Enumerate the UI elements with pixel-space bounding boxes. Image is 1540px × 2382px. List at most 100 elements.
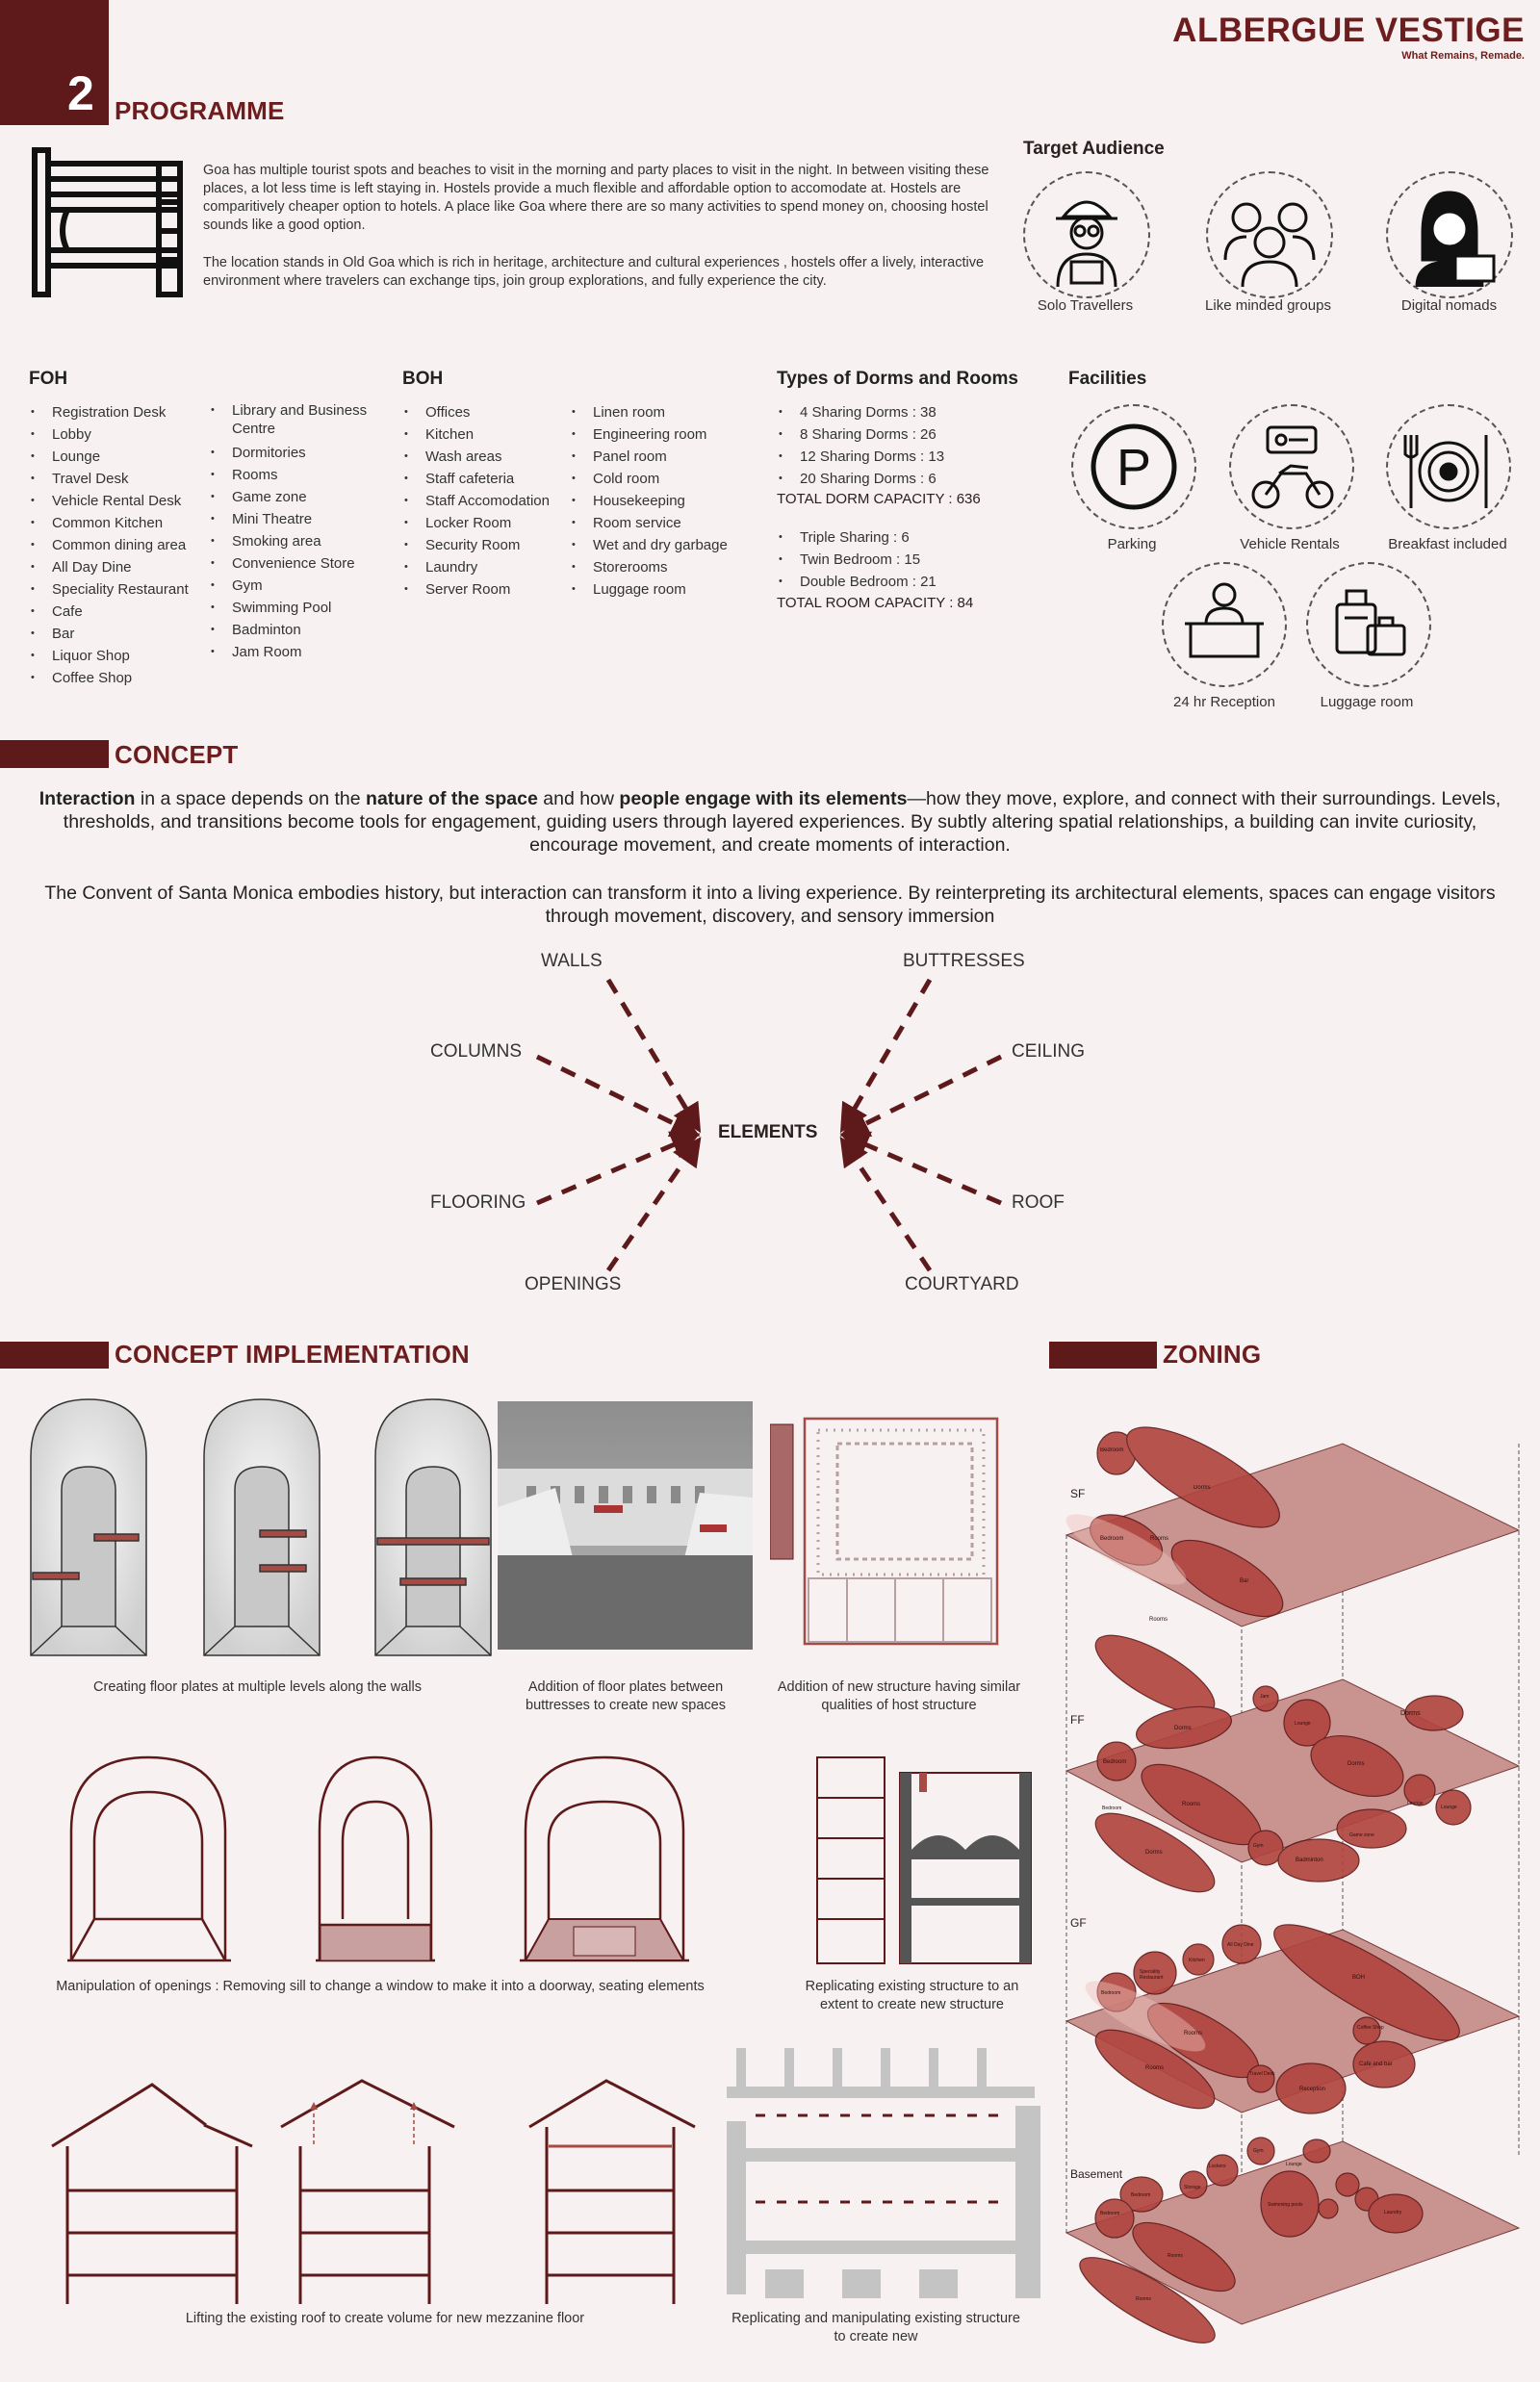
zone-label: Laundry (1384, 2210, 1402, 2216)
elements-center-label: ELEMENTS (718, 1122, 818, 1142)
zone-label: Storage (1184, 2185, 1201, 2190)
zone-label: Bedroom (1103, 1759, 1127, 1765)
list-item: Panel room (570, 446, 762, 468)
zone-label: Rooms (1145, 2065, 1165, 2071)
list-item: Staff cafeteria (402, 468, 576, 490)
roof-lifting-diagram (51, 2079, 696, 2304)
concept-paragraph-2: The Convent of Santa Monica embodies his… (44, 883, 1496, 927)
list-item: Common Kitchen (29, 512, 212, 534)
list-item: Convenience Store (209, 552, 397, 575)
element-flooring: FLOORING (430, 1192, 526, 1213)
list-item: Locker Room (402, 512, 576, 534)
audience-label-3: Digital nomads (1400, 297, 1498, 314)
room-total: TOTAL ROOM CAPACITY : 84 (777, 595, 974, 611)
zone-label: Dorms (1145, 1850, 1163, 1856)
boh-title: BOH (402, 369, 444, 389)
list-item: Swimming Pool (209, 597, 397, 619)
digital-nomad-icon (1386, 171, 1513, 298)
zone-label: Dorms (1194, 1485, 1211, 1491)
concept-text: Interaction in a space depends on the na… (29, 787, 1511, 953)
list-item: All Day Dine (29, 556, 212, 578)
facility-label-reception: 24 hr Reception (1173, 694, 1275, 710)
parking-icon: P (1071, 404, 1196, 529)
foh-list-1: Registration Desk Lobby Lounge Travel De… (29, 401, 212, 689)
list-item: Double Bedroom : 21 (777, 571, 1017, 593)
list-item: Jam Room (209, 641, 397, 663)
list-item: Triple Sharing : 6 (777, 526, 1017, 549)
list-item: Linen room (570, 401, 762, 423)
arch-floorplates-diagram (30, 1398, 492, 1656)
list-item: Room service (570, 512, 762, 534)
audience-title: Target Audience (1023, 139, 1165, 159)
list-item: Badminton (209, 619, 397, 641)
reception-icon (1162, 562, 1287, 687)
list-item: Cafe (29, 601, 212, 623)
openings-manipulation-diagram (67, 1755, 435, 1962)
implementation-title: CONCEPT IMPLEMENTATION (115, 1340, 470, 1369)
emphasis: people engage with its elements (619, 788, 908, 809)
zone-label: Bedroom (1102, 1806, 1122, 1811)
zone-label: Speciality Restaurant (1140, 1969, 1164, 1981)
text: in a space depends on the (135, 788, 367, 809)
element-courtyard: COURTYARD (905, 1274, 1019, 1294)
list-item: Rooms (209, 464, 397, 486)
caption-replicate-manipulate: Replicating and manipulating existing st… (732, 2311, 1020, 2344)
text: —how they move, explore, and connect wit… (63, 788, 1502, 856)
foh-list-2: Library and Business Centre Dormitories … (209, 401, 397, 663)
list-item: Wash areas (402, 446, 576, 468)
zone-label: Dorms (1174, 1726, 1192, 1731)
level-ff: FF (1070, 1713, 1085, 1727)
intro-paragraph-2: The location stands in Old Goa which is … (203, 255, 985, 289)
zone-label: Badminton (1296, 1857, 1323, 1863)
zone-label: Lounge (1286, 2162, 1302, 2167)
group-icon (1206, 171, 1333, 298)
luggage-icon (1306, 562, 1431, 687)
breakfast-icon (1386, 404, 1511, 529)
element-columns: COLUMNS (430, 1041, 523, 1062)
section-number: 2 (67, 66, 94, 120)
zoning-bar (1049, 1342, 1157, 1369)
list-item: Kitchen (402, 423, 576, 446)
facility-label-breakfast: Breakfast included (1388, 536, 1507, 552)
zone-label: Cafe and bar (1359, 2062, 1393, 2067)
list-item: Storerooms (570, 556, 762, 578)
list-item: Registration Desk (29, 401, 212, 423)
list-item: 4 Sharing Dorms : 38 (777, 401, 1017, 423)
element-buttresses: BUTTRESSES (903, 951, 1025, 971)
zoning-axonometric (1065, 1426, 1521, 2344)
list-item: Vehicle Rental Desk (29, 490, 212, 512)
zone-label: BOH (1352, 1975, 1366, 1981)
level-basement: Basement (1070, 2167, 1123, 2181)
concept-bar (0, 740, 109, 768)
svg-text:P: P (1116, 439, 1151, 497)
zone-label: Rooms (1184, 2031, 1203, 2036)
zone-label: Coffee Shop (1357, 2025, 1384, 2031)
list-item: 20 Sharing Dorms : 6 (777, 468, 1017, 490)
list-item: Speciality Restaurant (29, 578, 212, 601)
zone-label: Jam (1260, 1694, 1270, 1700)
list-item: Liquor Shop (29, 645, 212, 667)
zone-label: Bedroom (1100, 1447, 1124, 1453)
level-sf: SF (1070, 1487, 1086, 1500)
list-item: Staff Accomodation (402, 490, 576, 512)
concept-paragraph-1: Interaction in a space depends on the na… (29, 787, 1511, 857)
zone-label: Bedroom (1101, 1990, 1121, 1996)
concept-title: CONCEPT (115, 740, 239, 769)
text: and how (537, 788, 620, 809)
implementation-bar (0, 1342, 109, 1369)
dorm-list: 4 Sharing Dorms : 38 8 Sharing Dorms : 2… (777, 401, 1017, 490)
zone-label: Rooms (1150, 1536, 1169, 1542)
zone-label: All Day Dine (1227, 1942, 1254, 1948)
brand-tagline: What Remains, Remade. (1401, 50, 1525, 62)
caption-floor-plates-buttresses: Addition of floor plates between buttres… (526, 1679, 726, 1713)
zone-label: Bedroom (1100, 2211, 1120, 2216)
zone-label: Lockers (1209, 2164, 1226, 2169)
bunk-bed-icon (32, 147, 183, 297)
element-walls: WALLS (541, 951, 603, 971)
elements-diagram (535, 978, 1003, 1272)
element-roof: ROOF (1012, 1192, 1065, 1213)
list-item: Bar (29, 623, 212, 645)
zone-label: Game zone (1349, 1832, 1374, 1838)
list-item: Lobby (29, 423, 212, 446)
zone-label: Lounge (1407, 1801, 1424, 1806)
